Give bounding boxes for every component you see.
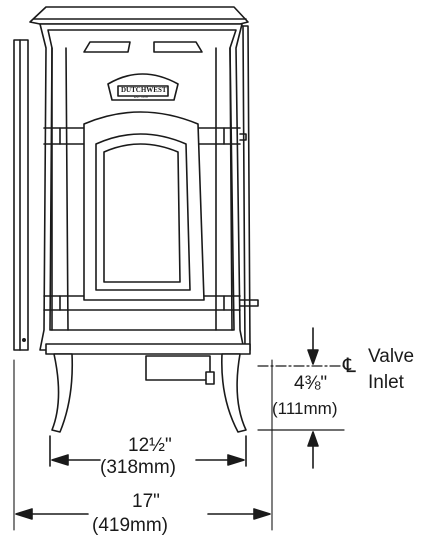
dim-inlet-height	[257, 327, 345, 469]
door	[83, 111, 205, 301]
inlet-height-imperial: 4⅜"	[294, 373, 328, 394]
stove-base	[45, 343, 251, 433]
inlet-height-metric: (111mm)	[272, 399, 338, 418]
callout-inlet: Inlet	[368, 372, 404, 393]
inner-width-metric: (318mm)	[100, 457, 177, 478]
side-panel	[13, 39, 29, 351]
centerline-symbol: ℄	[343, 355, 356, 377]
logo-subtext: EST. 1978	[134, 95, 148, 99]
inner-width-imperial: 12½"	[128, 435, 172, 456]
stove-top	[29, 6, 249, 25]
overall-width-imperial: 17"	[132, 491, 160, 512]
dim-overall-width	[13, 359, 273, 531]
logo-text: DUTCHWEST	[121, 86, 167, 94]
overall-width-metric: (419mm)	[92, 515, 169, 536]
dim-inner-width	[49, 435, 247, 467]
logo-badge	[107, 73, 179, 101]
callout-valve: Valve	[368, 346, 415, 367]
